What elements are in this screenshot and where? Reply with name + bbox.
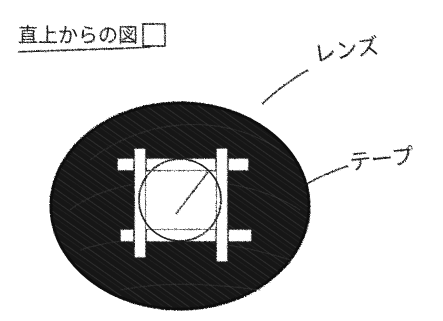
tape-window [146,171,216,229]
title-box [143,24,165,46]
tape-label: テープ [348,144,415,176]
lens-label: レンズ [312,34,380,68]
tape-callout: テープ [300,144,415,188]
lens-leader-line [262,70,308,104]
title-underline [18,47,150,52]
tape-strip-right [216,148,228,262]
lens-callout: レンズ [262,34,381,104]
title-group: 直上からの図 [18,23,165,52]
title-text: 直上からの図 [18,23,138,47]
tape-strip-left [134,148,146,258]
